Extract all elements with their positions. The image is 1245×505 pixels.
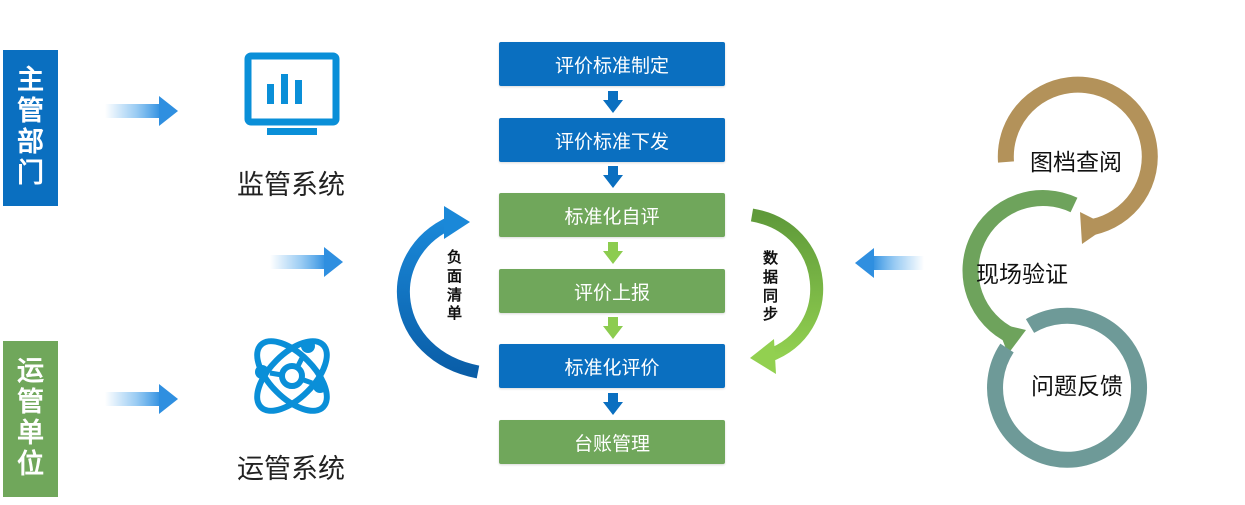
step-standard-formulation: 评价标准制定 [499,42,725,86]
step-self-assessment: 标准化自评 [499,193,725,237]
step-report-submission: 评价上报 [499,269,725,313]
ring-drawing-review [997,76,1158,244]
field-verification-label: 现场验证 [976,262,1068,288]
monitor-chart-icon [244,52,340,135]
issue-feedback-label: 问题反馈 [1031,374,1123,400]
loop-char: 负 [447,248,463,266]
role-char: 运 [17,356,44,388]
loop-char: 同 [763,286,779,305]
step-ledger-management: 台账管理 [499,420,725,464]
loop-char: 单 [447,304,463,323]
role-char: 主 [17,65,44,97]
role-char: 管 [17,96,44,128]
loop-char: 面 [447,266,463,285]
down-arrow-icon [603,91,623,113]
drawing-review-label: 图档查阅 [1030,150,1122,176]
arrow-systems-to-flow [270,247,343,277]
arrow-role-to-monitor [105,96,178,126]
ring-field-verification [962,190,1078,354]
role-bar-authority: 主 管 部 门 [3,50,58,206]
loop-char: 据 [763,267,779,286]
step-standard-evaluation: 标准化评价 [499,344,725,388]
loop-char: 数 [763,249,779,267]
down-arrow-icon [603,242,623,264]
down-arrow-icon [603,393,623,415]
step-standard-distribution: 评价标准下发 [499,118,725,162]
role-char: 部 [17,127,44,158]
ring-issue-feedback [987,307,1148,468]
arrow-role-to-ops [105,384,178,414]
loop-char: 步 [763,305,779,324]
role-char: 管 [17,387,44,419]
operation-system-label: 运管系统 [237,454,345,485]
role-char: 门 [17,157,44,189]
arrow-rings-to-flow [855,248,924,278]
role-bar-operator: 运 管 单 位 [3,341,58,497]
loop-char: 清 [447,285,463,304]
down-arrow-icon [603,317,623,339]
negative-list-label: 负 面 清 单 [447,248,462,323]
role-char: 单 [17,418,44,449]
negative-list-loop-arrow [397,206,480,379]
down-arrow-icon [603,166,623,188]
data-sync-label: 数 据 同 步 [763,249,778,324]
atom-network-icon [254,338,330,414]
supervision-system-label: 监管系统 [237,170,345,201]
role-char: 位 [17,448,44,480]
data-sync-loop-arrow [750,208,824,374]
